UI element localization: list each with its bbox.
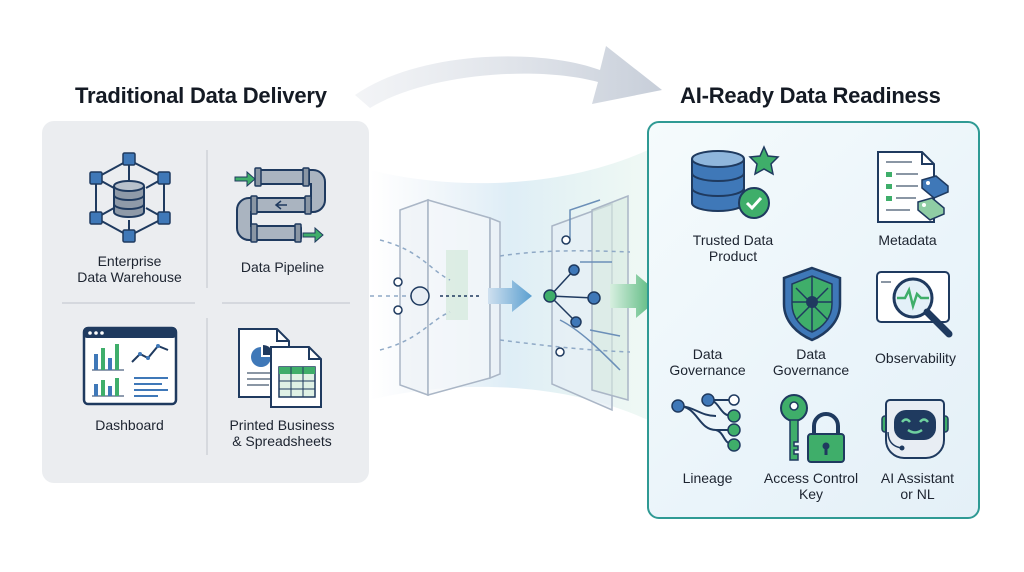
metadata-icon [877,151,949,223]
observability-icon [876,271,953,338]
access-control-key-icon [780,394,845,463]
data-pipeline-icon [234,167,326,244]
left-title: Traditional Data Delivery [75,83,327,108]
right-title: AI-Ready Data Readiness [680,83,941,108]
lineage-label: Lineage [682,470,733,486]
trusted-data-product-icon [691,145,780,219]
spreadsheets-label: Printed Business& Spreadsheets [229,417,335,449]
data-pipeline-label: Data Pipeline [240,259,325,275]
metadata-label: Metadata [878,232,937,248]
observability-label: Observability [875,350,956,366]
governance-shield-icon [782,266,842,342]
ai-assistant-icon [881,399,949,459]
dashboard-icon [82,326,178,406]
dashboard-label: Dashboard [95,417,164,433]
lineage-icon [671,393,741,452]
data-warehouse-icon [89,152,171,243]
spreadsheet-documents-icon [238,328,322,408]
